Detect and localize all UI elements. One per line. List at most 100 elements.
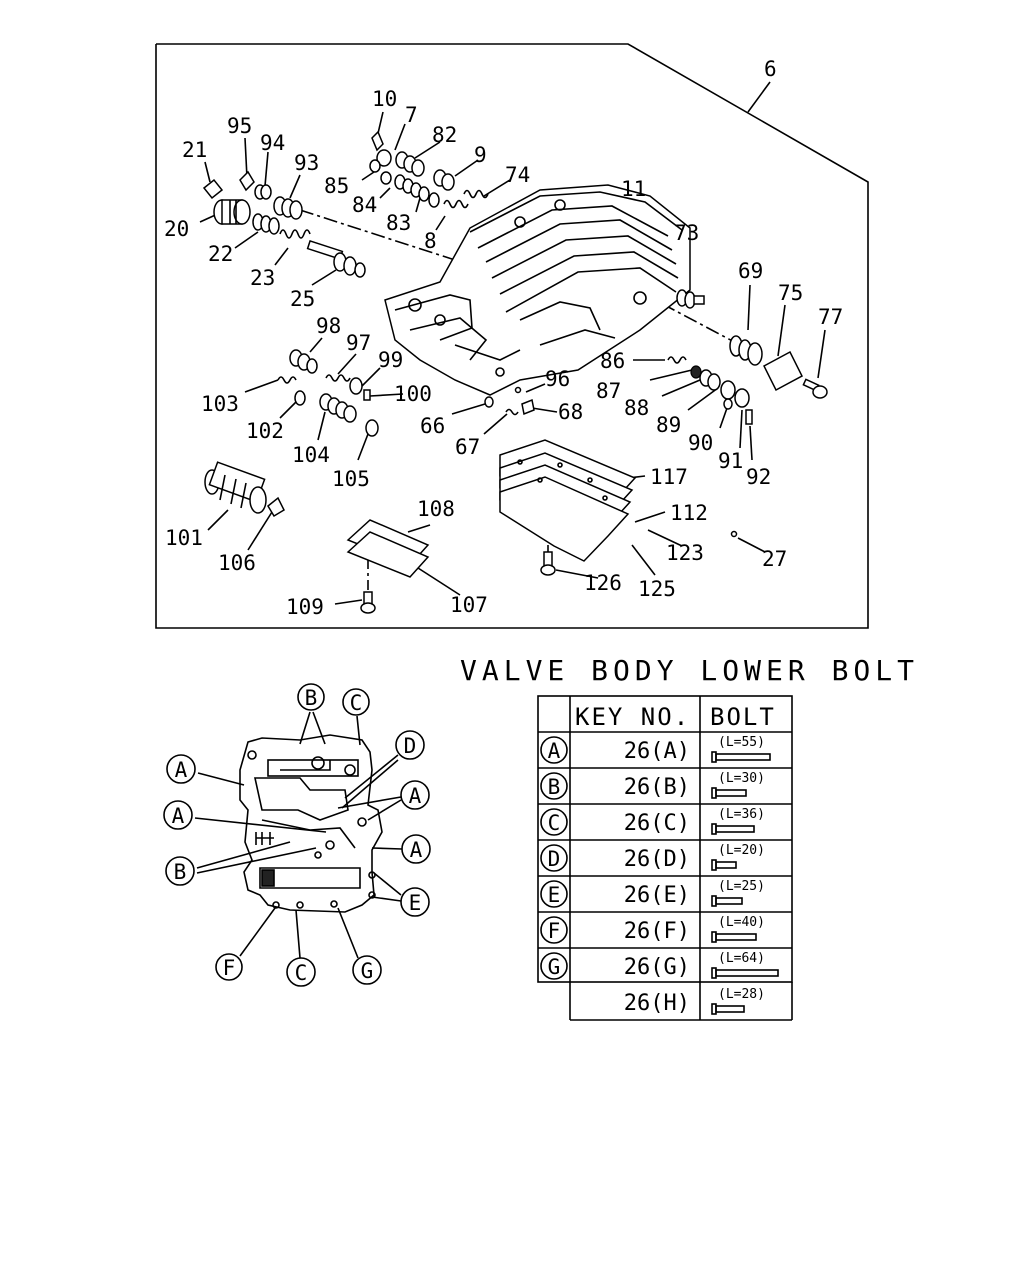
part-8-spring	[443, 199, 469, 209]
row-bolt-length: (L=20)	[718, 843, 765, 858]
part-86-spring	[667, 356, 687, 364]
part-23-spring	[279, 229, 311, 239]
part-102	[294, 390, 306, 406]
row-key-number: 26(E)	[624, 883, 690, 908]
label-108: 108	[417, 497, 455, 521]
row-letter: E	[548, 883, 561, 907]
label-101: 101	[165, 526, 203, 550]
label-87: 87	[596, 379, 621, 403]
bolt-table-row: 26(H) (L=28)	[624, 987, 765, 1016]
svg-text:C: C	[295, 961, 308, 985]
label-77: 77	[818, 305, 843, 329]
part-90	[723, 398, 733, 410]
part-109-bolt	[360, 591, 376, 614]
part-89	[720, 380, 736, 400]
callout-b-left: B	[165, 856, 195, 886]
label-96: 96	[545, 367, 570, 391]
label-11: 11	[621, 177, 646, 201]
label-73: 73	[674, 221, 699, 245]
label-20: 20	[164, 217, 189, 241]
valve-body-outline	[239, 734, 383, 913]
row-bolt-length: (L=40)	[718, 915, 765, 930]
label-67: 67	[455, 435, 480, 459]
part-10	[371, 130, 384, 152]
row-letter-circle	[540, 844, 568, 872]
label-89: 89	[656, 413, 681, 437]
label-25: 25	[290, 287, 315, 311]
callout-leaders	[194, 711, 403, 959]
label-103: 103	[201, 392, 239, 416]
svg-text:G: G	[361, 959, 374, 983]
label-98: 98	[316, 314, 341, 338]
callout-d-right: D	[395, 730, 425, 760]
part-97-spring	[325, 374, 351, 382]
label-23: 23	[250, 266, 275, 290]
bolt-shank-icon	[715, 897, 743, 905]
callout-e-right: E	[400, 887, 430, 917]
part-27	[730, 530, 738, 538]
part-106	[267, 496, 285, 518]
label-91: 91	[718, 449, 743, 473]
part-20	[213, 199, 251, 225]
bolt-shank-icon	[715, 825, 755, 833]
table-header-key: KEY NO.	[575, 703, 690, 731]
bolt-table-row: E 26(E) (L=25)	[540, 879, 765, 908]
table-header-bolt: BOLT	[710, 703, 776, 731]
leader-lines	[199, 81, 826, 605]
bolt-shank-icon	[715, 753, 771, 761]
part-101-sleeve	[204, 461, 267, 514]
label-68: 68	[558, 400, 583, 424]
row-key-number: 26(H)	[624, 991, 690, 1016]
svg-text:A: A	[175, 758, 188, 782]
label-88: 88	[624, 396, 649, 420]
bolt-shank-icon	[715, 789, 747, 797]
label-104: 104	[292, 443, 330, 467]
part-9	[433, 169, 455, 191]
svg-text:D: D	[404, 734, 417, 758]
part-95	[239, 170, 255, 192]
part-126-bolt	[540, 551, 556, 576]
exploded-view-frame	[155, 43, 869, 629]
label-83: 83	[386, 211, 411, 235]
label-22: 22	[208, 242, 233, 266]
row-bolt-length: (L=25)	[718, 879, 765, 894]
svg-text:E: E	[409, 891, 422, 915]
row-letter-circle	[540, 772, 568, 800]
label-9: 9	[474, 143, 487, 167]
part-number-labels: 6 10 7 95 82 9 94 21 93 85 74 84 11 83 2…	[164, 57, 843, 619]
part-99	[349, 377, 363, 395]
label-123: 123	[666, 541, 704, 565]
part-83	[394, 174, 440, 208]
part-25	[306, 239, 366, 278]
label-6: 6	[764, 57, 777, 81]
label-90: 90	[688, 431, 713, 455]
part-96	[514, 386, 522, 394]
row-bolt-length: (L=55)	[718, 735, 765, 750]
right-valve-parts	[667, 289, 828, 425]
part-66	[484, 396, 494, 408]
label-7: 7	[405, 103, 418, 127]
upper-valve-parts	[202, 130, 489, 278]
label-69: 69	[738, 259, 763, 283]
part-87	[690, 365, 702, 379]
svg-text:B: B	[174, 860, 187, 884]
label-21: 21	[182, 138, 207, 162]
part-107-gasket	[346, 531, 430, 578]
bolt-shank-icon	[715, 1005, 745, 1013]
exploded-view: 6 10 7 95 82 9 94 21 93 85 74 84 11 83 2…	[155, 43, 869, 629]
callout-c-bottom: C	[286, 957, 316, 987]
bolt-shank-icon	[715, 861, 737, 869]
row-bolt-length: (L=28)	[718, 987, 765, 1002]
callout-a-mid: A	[163, 800, 193, 830]
row-letter: G	[548, 955, 561, 979]
part-103-spring	[277, 376, 297, 384]
label-10: 10	[372, 87, 397, 111]
left-valve-parts	[204, 349, 535, 518]
row-bolt-length: (L=30)	[718, 771, 765, 786]
part-82	[395, 151, 425, 177]
